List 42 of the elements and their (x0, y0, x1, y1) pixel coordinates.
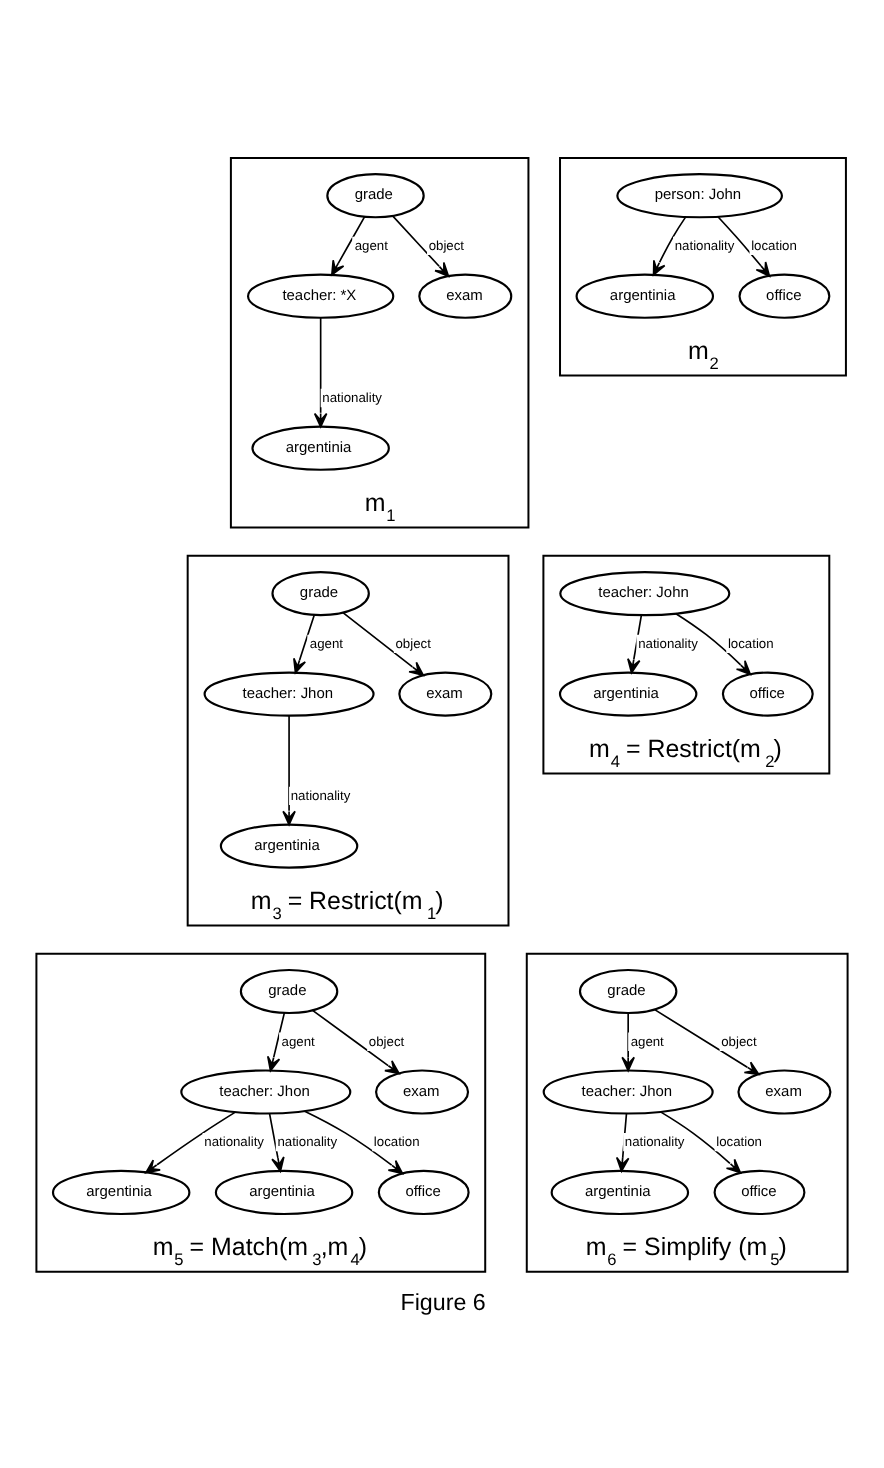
node-ellipse: argentinia (575, 273, 715, 319)
node-ellipse: teacher: Jhon (542, 1069, 714, 1115)
arrow (674, 612, 752, 676)
arrow (303, 1110, 404, 1175)
node-ellipse: office (713, 1169, 806, 1216)
node-ellipse: grade (326, 173, 425, 219)
arrow (266, 1012, 286, 1072)
node-ellipse: argentinia (558, 671, 698, 717)
arrow (282, 714, 296, 826)
node-ellipse: teacher: Jhon (203, 671, 375, 717)
arrow (145, 1111, 237, 1174)
node-ellipse: office (377, 1169, 470, 1216)
node-ellipse: grade (578, 968, 678, 1015)
arrow (621, 1012, 635, 1072)
node-ellipse: grade (239, 968, 339, 1015)
arrow (342, 611, 425, 677)
node-ellipse: teacher: Jhon (180, 1069, 352, 1115)
node-ellipse: argentinia (51, 1169, 191, 1216)
node-ellipse: exam (737, 1069, 832, 1115)
arrow (311, 1009, 400, 1075)
arrow (293, 614, 316, 674)
arrow (313, 317, 328, 428)
node-ellipse: argentinia (251, 425, 390, 471)
node-ellipse: grade (271, 570, 370, 617)
node-ellipse: argentinia (550, 1169, 690, 1216)
node-ellipse: person: John (616, 173, 783, 219)
node-ellipse: teacher: John (559, 570, 731, 617)
node-ellipse: argentinia (214, 1169, 354, 1216)
node-ellipse: office (721, 671, 814, 717)
node-ellipse: office (738, 273, 831, 319)
node-ellipse: exam (418, 273, 513, 319)
arrow (391, 214, 450, 278)
node-ellipse: exam (375, 1069, 470, 1115)
arrow (652, 216, 687, 276)
caption: Figure 6 (400, 1290, 486, 1317)
node-ellipse: argentinia (219, 823, 359, 869)
arrow (659, 1111, 742, 1174)
arrow (268, 1112, 285, 1172)
arrow (716, 215, 771, 277)
node-ellipse: teacher: *X (246, 273, 395, 319)
node-ellipse: exam (398, 671, 493, 717)
arrow (331, 215, 366, 276)
